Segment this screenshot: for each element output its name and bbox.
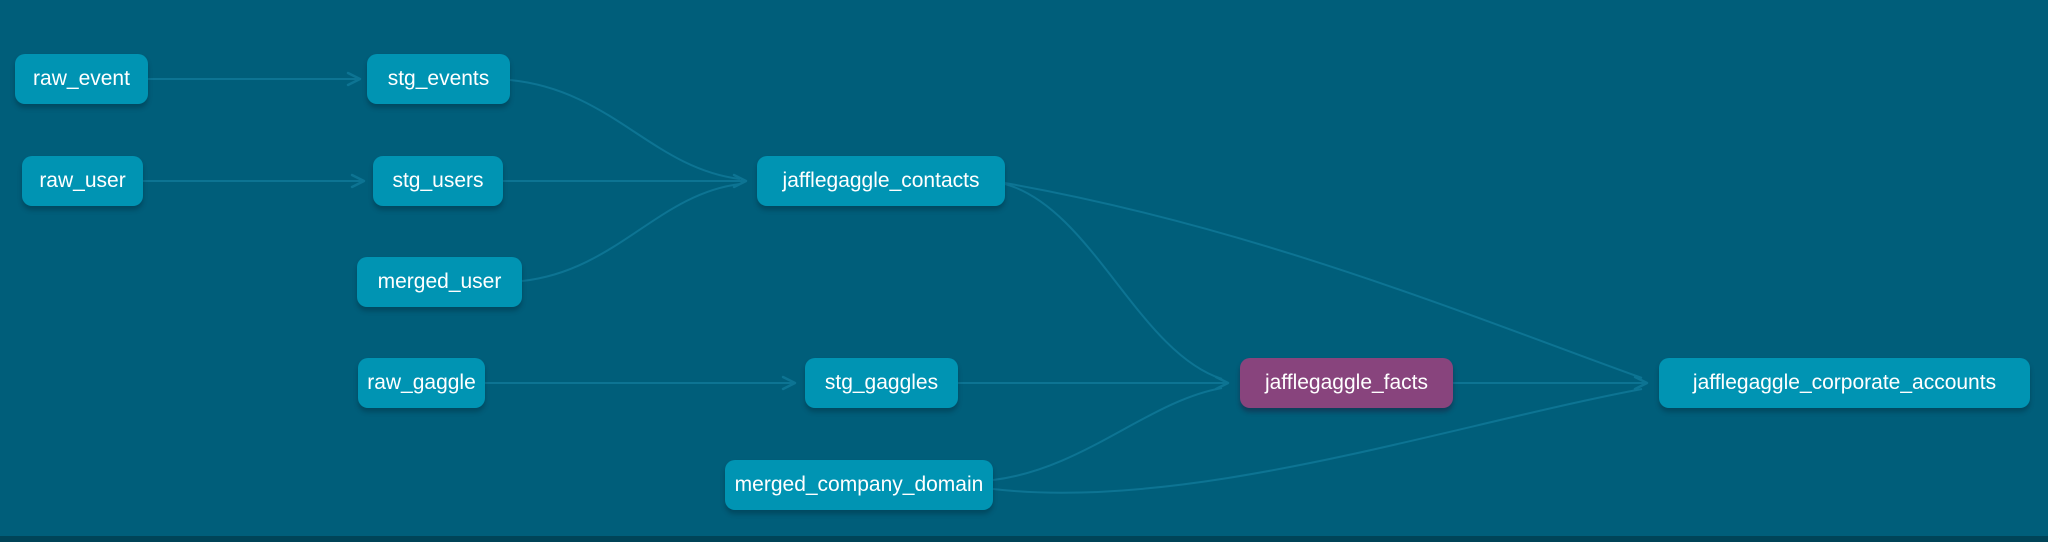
node-merged_user[interactable]: merged_user [357, 257, 522, 307]
edge-merged_company_domain-jafflegaggle_facts [992, 387, 1223, 481]
node-stg_events[interactable]: stg_events [367, 54, 510, 104]
edge-merged_company_domain-jafflegaggle_corporate_accounts [992, 388, 1643, 494]
bottom-bar [0, 536, 2048, 542]
edge-jafflegaggle_contacts-jafflegaggle_facts [1004, 183, 1223, 380]
node-jafflegaggle_facts[interactable]: jafflegaggle_facts [1240, 358, 1453, 408]
node-raw_event[interactable]: raw_event [15, 54, 148, 104]
node-stg_gaggles[interactable]: stg_gaggles [805, 358, 958, 408]
node-jafflegaggle_contacts[interactable]: jafflegaggle_contacts [757, 156, 1005, 206]
node-stg_users[interactable]: stg_users [373, 156, 503, 206]
edge-merged_user-jafflegaggle_contacts [521, 183, 741, 282]
edge-stg_events-jafflegaggle_contacts [509, 79, 741, 180]
node-raw_user[interactable]: raw_user [22, 156, 143, 206]
node-jafflegaggle_corporate_accounts[interactable]: jafflegaggle_corporate_accounts [1659, 358, 2030, 408]
node-raw_gaggle[interactable]: raw_gaggle [358, 358, 485, 408]
node-merged_company_domain[interactable]: merged_company_domain [725, 460, 993, 510]
edge-jafflegaggle_contacts-jafflegaggle_corporate_accounts [1004, 182, 1643, 379]
